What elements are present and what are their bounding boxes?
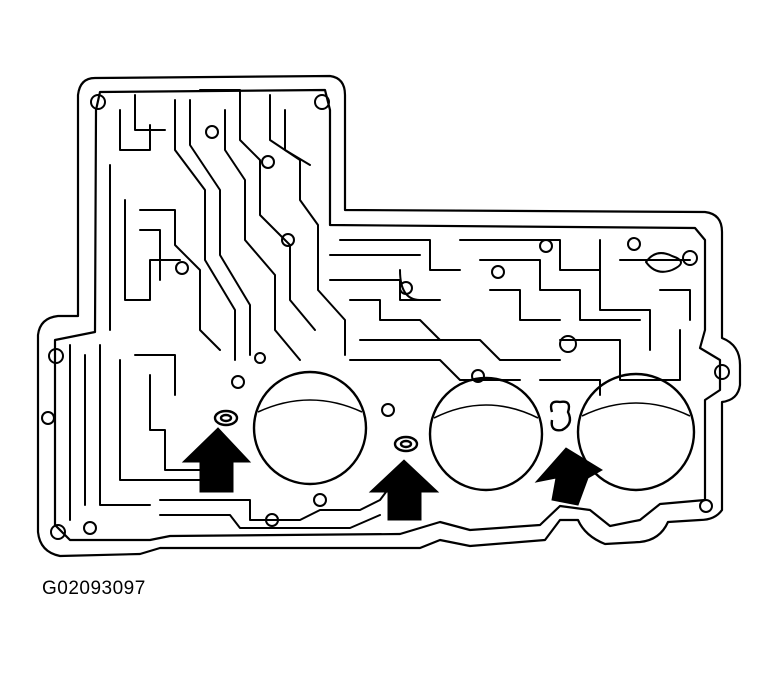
check-ball-left (213, 409, 239, 427)
arrow-up-icon (368, 459, 440, 521)
arrow-up-icon (181, 427, 252, 493)
bore-middle (428, 376, 544, 492)
inner-outline (53, 88, 722, 542)
bore-right (576, 372, 696, 492)
arrow-up-icon (534, 447, 603, 506)
valve-body-diagram (36, 74, 742, 558)
check-ball-right (549, 400, 572, 432)
check-ball-middle (393, 435, 419, 453)
plate-outline (36, 74, 742, 558)
figure-id-label: G02093097 (42, 578, 146, 599)
bore-left (252, 370, 368, 486)
